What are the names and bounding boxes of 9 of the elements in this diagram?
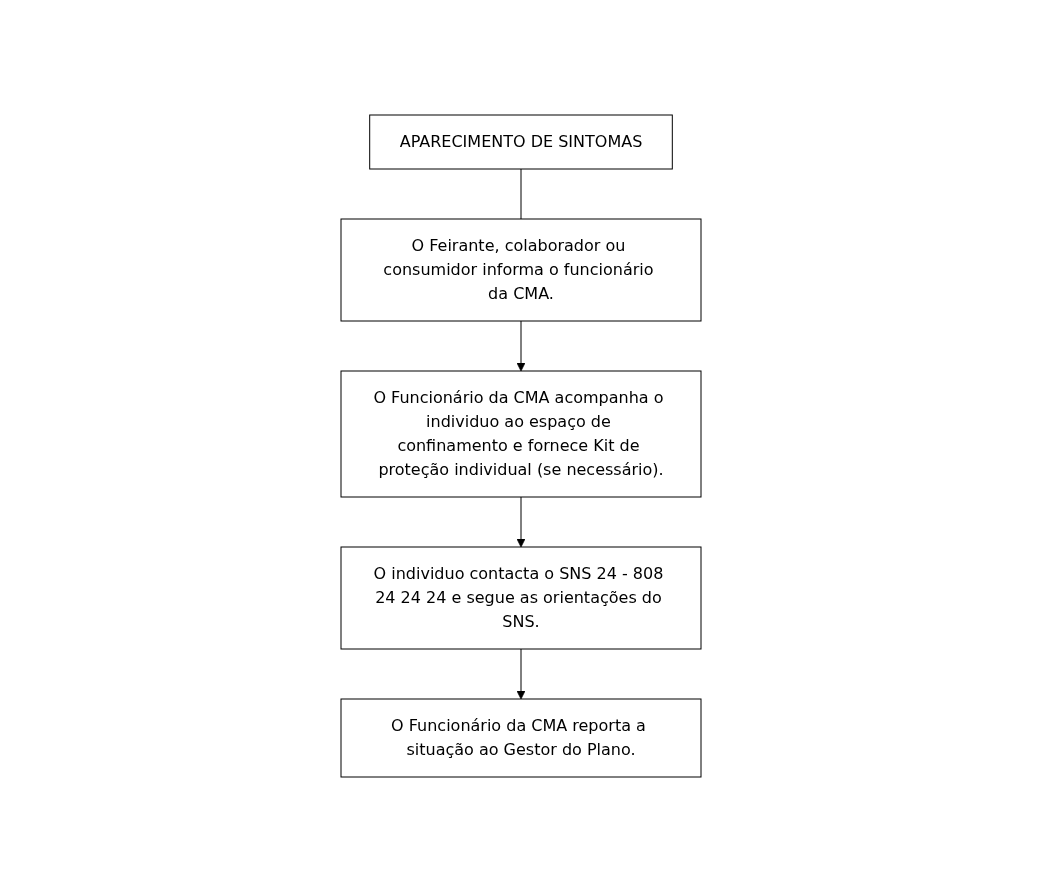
- connector: [520, 168, 521, 220]
- arrow: [516, 496, 525, 548]
- node-box: O Funcionário da CMA acompanha o individuo ao espaço de confinamento e fornece Kit de proteção individual (se necessário).: [340, 370, 701, 498]
- node-box: APARECIMENTO DE SINTOMAS: [368, 114, 673, 170]
- arrow: [516, 648, 525, 700]
- node-box: O Feirante, colaborador ou consumidor informa o funcionário da CMA.: [340, 218, 701, 322]
- node-box: O individuo contacta o SNS 24 - 808 24 24 24 e segue as orientações do SNS.: [340, 546, 701, 650]
- node-box: O Funcionário da CMA reporta a situação ao Gestor do Plano.: [340, 698, 701, 778]
- arrow: [516, 320, 525, 372]
